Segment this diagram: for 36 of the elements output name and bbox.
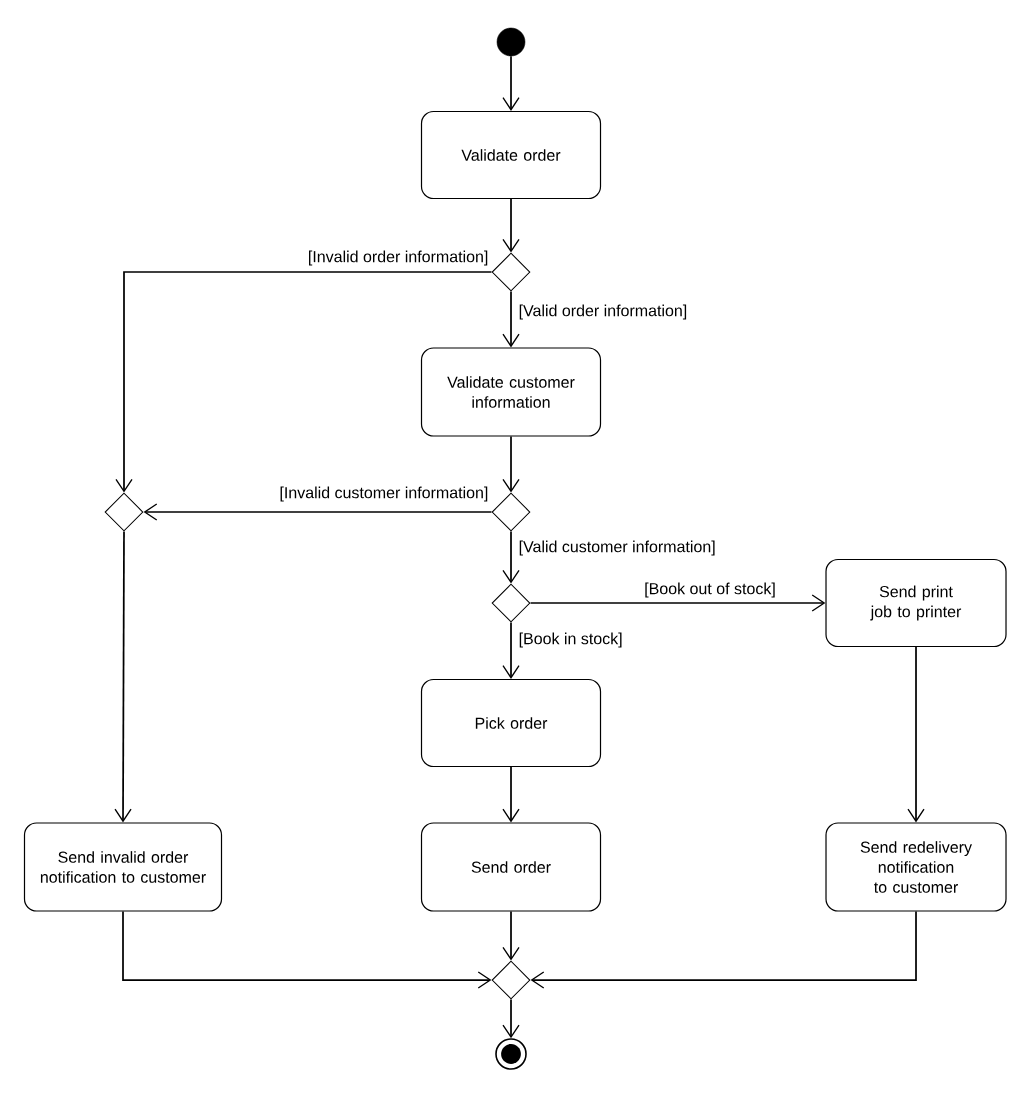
arrow [502, 621, 520, 679]
arrow [114, 530, 132, 823]
start-node [496, 27, 526, 57]
decision-diamond [491, 252, 531, 292]
arrow [502, 766, 520, 823]
arrow [907, 646, 925, 823]
end-node [495, 1038, 527, 1070]
arrow [115, 271, 493, 493]
arrow [122, 910, 492, 989]
edge-label: [Valid customer information] [517, 539, 718, 557]
arrow [502, 530, 520, 584]
arrow [529, 594, 826, 612]
activity-box: Send redelivery notification to customer [825, 822, 1007, 912]
activity-box: Send invalid order notification to customer [23, 822, 223, 912]
arrow [502, 435, 520, 493]
arrow [502, 998, 520, 1039]
decision-diamond [491, 960, 531, 1000]
arrow [143, 503, 493, 521]
edge-label: [Valid order information] [517, 303, 689, 321]
arrow [502, 910, 520, 961]
edge-label: [Invalid order information] [306, 249, 490, 267]
edge-label: [Invalid customer information] [278, 485, 490, 503]
activity-box: Pick order [420, 678, 602, 768]
edge-label: [Book out of stock] [642, 581, 778, 599]
decision-diamond [491, 492, 531, 532]
arrow [502, 55, 520, 111]
edge-label: [Book in stock] [517, 631, 624, 649]
decision-diamond [104, 492, 144, 532]
activity-box: Send print job to printer [825, 558, 1007, 648]
arrow [530, 910, 917, 989]
activity-box: Send order [420, 822, 602, 912]
arrow [502, 198, 520, 253]
decision-diamond [491, 583, 531, 623]
activity-box: Validate customer information [420, 347, 602, 437]
arrow [502, 290, 520, 348]
activity-box: Validate order [420, 110, 602, 200]
